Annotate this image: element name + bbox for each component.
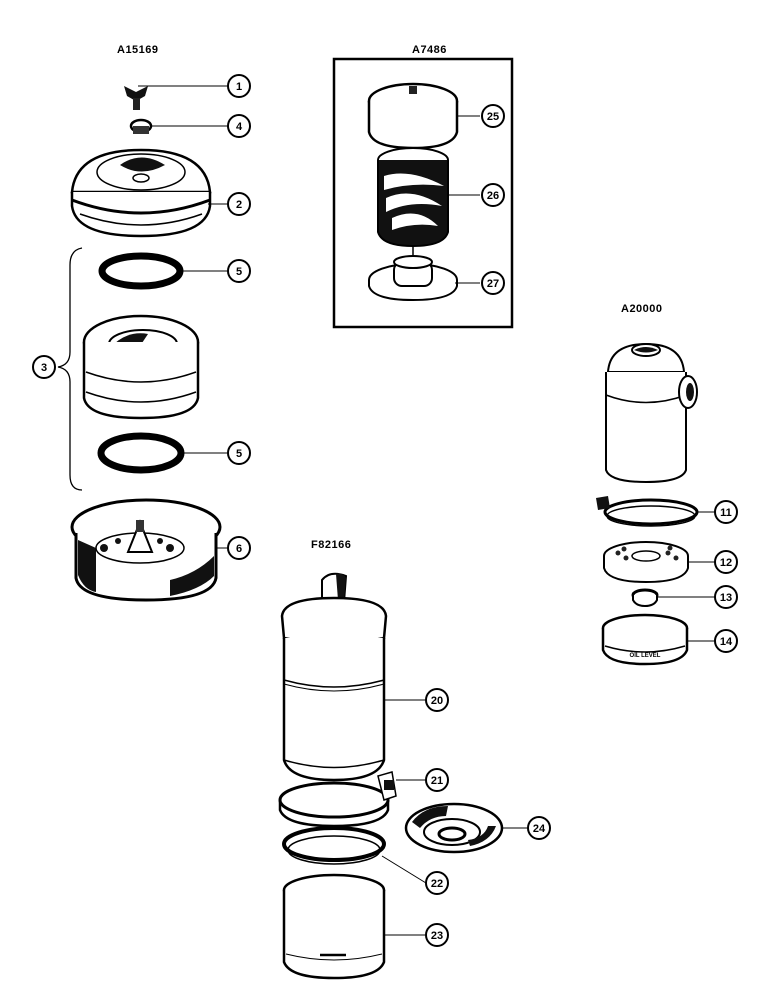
callout-21: 21	[425, 768, 449, 792]
svg-text:4: 4	[236, 121, 243, 133]
callout-24: 24	[527, 816, 551, 840]
assembly-a15169: A15169	[32, 44, 251, 602]
canister-body	[605, 342, 698, 484]
svg-text:11: 11	[720, 507, 732, 519]
svg-text:21: 21	[431, 775, 443, 787]
svg-text:5: 5	[236, 266, 242, 278]
base-plate	[368, 246, 480, 302]
callout-13: 13	[714, 585, 738, 609]
callout-5-lower: 5	[227, 441, 251, 465]
canister-gasket	[282, 826, 427, 884]
tall-canister	[280, 572, 426, 782]
callout-5-upper: 5	[227, 259, 251, 283]
callout-14: 14	[714, 629, 738, 653]
filter-element	[82, 314, 200, 420]
oil-level-marking: OIL LEVEL	[630, 653, 661, 659]
perforated-disc	[603, 541, 715, 584]
assembly-label-a15169: A15169	[117, 44, 159, 56]
assembly-bracket	[57, 247, 83, 491]
filter-cap	[367, 82, 480, 150]
callout-26: 26	[481, 183, 505, 207]
air-cleaner-cover	[70, 148, 228, 238]
callout-4: 4	[227, 114, 251, 138]
svg-text:5: 5	[236, 448, 242, 460]
callout-1: 1	[227, 74, 251, 98]
svg-text:1: 1	[236, 81, 242, 93]
lower-cup	[282, 873, 426, 980]
callout-3: 3	[32, 355, 56, 379]
assembly-a20000: A20000	[596, 303, 738, 666]
svg-text:26: 26	[487, 190, 499, 202]
svg-text:14: 14	[720, 636, 733, 648]
canister-clamp	[278, 771, 426, 828]
svg-text:2: 2	[236, 199, 242, 211]
svg-text:13: 13	[720, 592, 732, 604]
separator-plate	[404, 802, 528, 854]
callout-25: 25	[481, 104, 505, 128]
svg-text:20: 20	[431, 695, 443, 707]
clamp-band	[596, 496, 715, 527]
callout-2: 2	[227, 192, 251, 216]
assembly-label-f82166: F82166	[311, 539, 351, 551]
callout-11: 11	[714, 500, 738, 524]
svg-text:22: 22	[431, 878, 443, 890]
assembly-a7486: A7486 25	[332, 44, 514, 329]
gasket-upper	[98, 252, 184, 290]
wing-nut	[124, 85, 228, 110]
svg-text:12: 12	[720, 557, 732, 569]
svg-text:23: 23	[431, 930, 443, 942]
callout-20: 20	[425, 688, 449, 712]
assembly-f82166: F82166	[278, 539, 551, 980]
svg-text:3: 3	[41, 362, 47, 374]
svg-text:27: 27	[487, 278, 499, 290]
assembly-label-a7486: A7486	[412, 44, 447, 56]
callout-12: 12	[714, 550, 738, 574]
callout-27: 27	[481, 271, 505, 295]
mesh-element	[377, 147, 480, 248]
svg-text:6: 6	[236, 543, 242, 555]
callout-23: 23	[425, 923, 449, 947]
inset-box	[332, 57, 514, 329]
small-ring	[631, 588, 715, 608]
callout-22: 22	[425, 871, 449, 895]
assembly-label-a20000: A20000	[621, 303, 663, 315]
svg-text:25: 25	[487, 111, 499, 123]
oil-cup-base	[70, 498, 228, 602]
oil-cup: OIL LEVEL	[601, 613, 715, 666]
callout-6: 6	[227, 536, 251, 560]
gasket-lower	[97, 432, 185, 474]
svg-text:24: 24	[533, 823, 546, 835]
small-nut	[129, 118, 228, 134]
